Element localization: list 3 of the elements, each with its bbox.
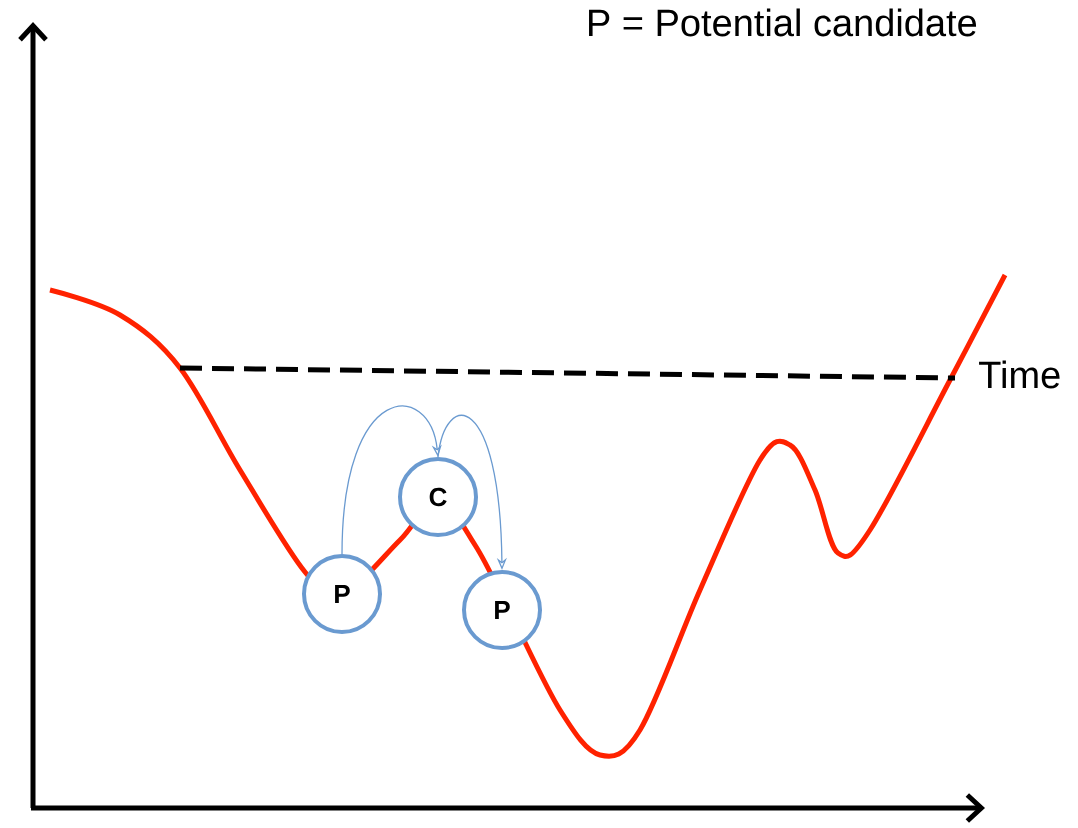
legend-note: P = Potential candidate [589, 8, 977, 37]
arrow [341, 405, 442, 555]
axis-label: Time [979, 360, 1060, 389]
